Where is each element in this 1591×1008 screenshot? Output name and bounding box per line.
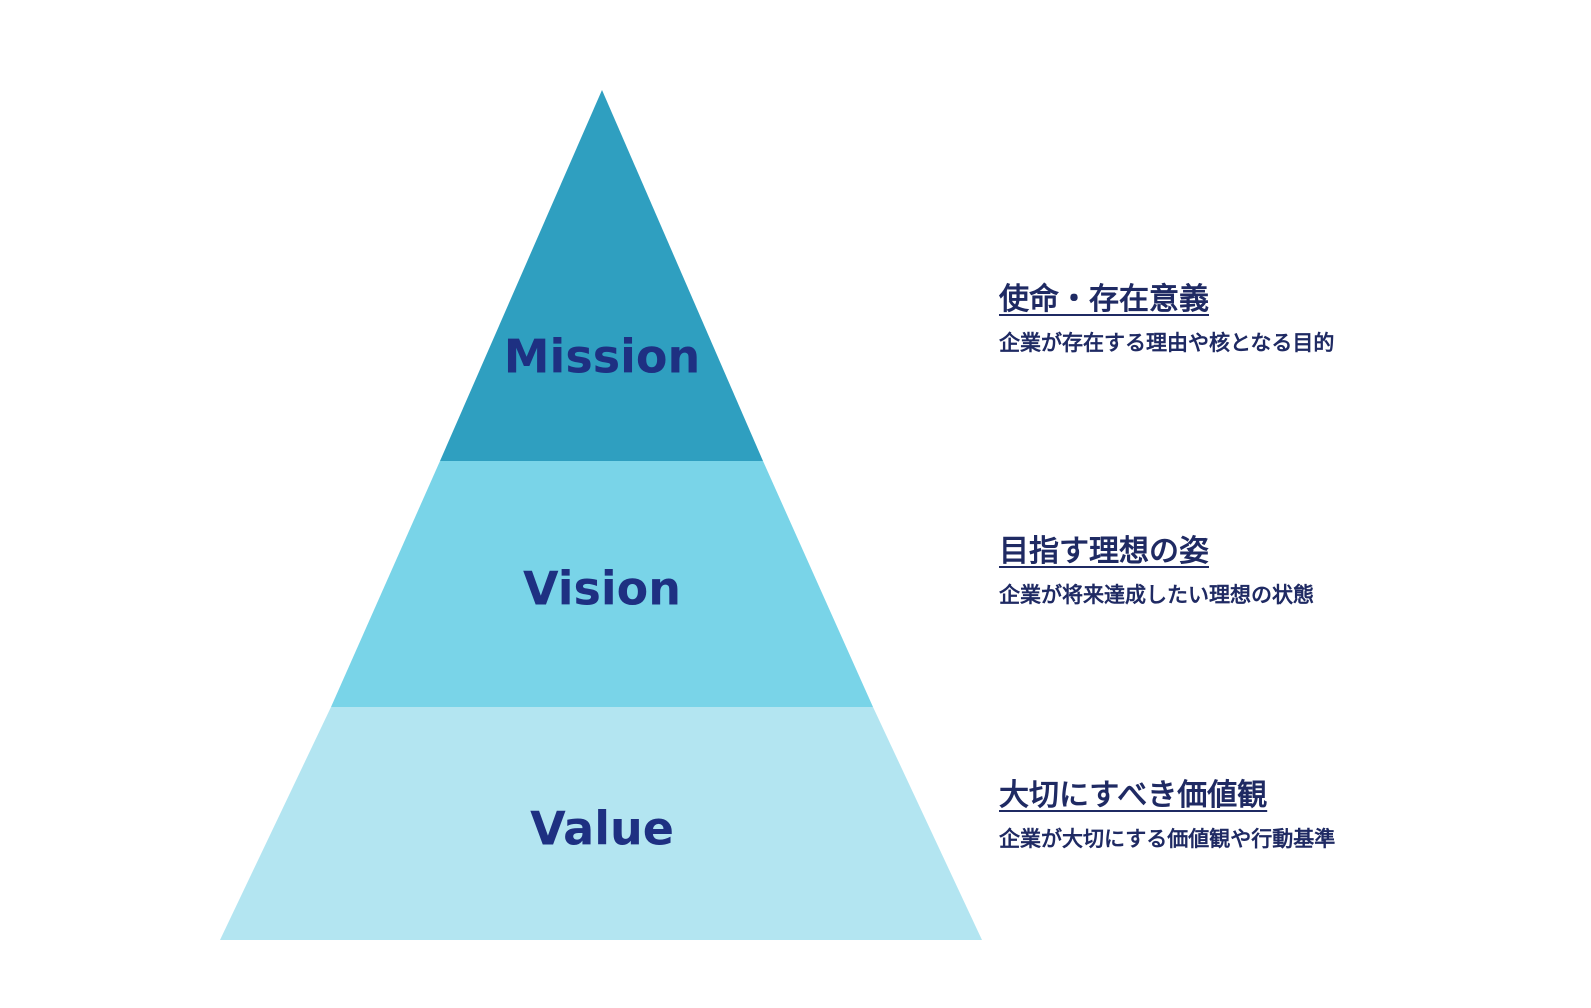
tier-label-value: Value — [530, 802, 674, 856]
tier-label-mission: Mission — [504, 330, 700, 384]
pyramid-tier-vision — [331, 461, 873, 707]
description-subtext: 企業が将来達成したい理想の状態 — [999, 583, 1314, 607]
description-heading: 目指す理想の姿 — [999, 534, 1209, 569]
description-heading: 使命・存在意義 — [999, 282, 1209, 317]
pyramid-tier-mission — [440, 90, 763, 461]
description-subtext: 企業が存在する理由や核となる目的 — [999, 331, 1335, 355]
description-subtext: 企業が大切にする価値観や行動基準 — [999, 827, 1336, 851]
description-mission: 使命・存在意義 企業が存在する理由や核となる目的 — [999, 281, 1334, 357]
pyramid-tier-value — [220, 707, 982, 940]
description-value: 大切にすべき価値観 企業が大切にする価値観や行動基準 — [999, 777, 1335, 853]
description-vision: 目指す理想の姿 企業が将来達成したい理想の状態 — [999, 533, 1314, 609]
tier-label-vision: Vision — [523, 562, 681, 616]
description-heading: 大切にすべき価値観 — [999, 778, 1268, 813]
